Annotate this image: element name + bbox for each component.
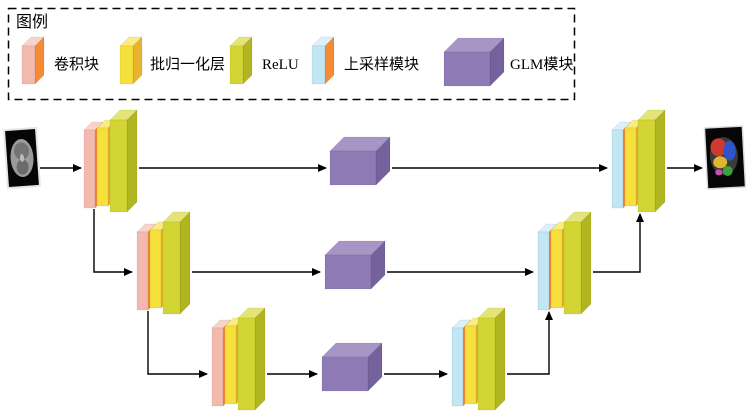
legend-item-glm: GLM模块 (443, 37, 573, 87)
connector-arrows (40, 164, 703, 378)
arrow-decoder2-up-to-decoder1 (593, 213, 644, 273)
legend: 图例 卷积块 批归一化层 ReLU 上采样模块 GLM模块 (7, 7, 576, 101)
encoder-stack-2 (136, 211, 191, 315)
decoder1-relu (637, 109, 666, 213)
legend-item-upsample: 上采样模块 (311, 36, 419, 85)
output-segmentation-image (703, 125, 746, 190)
encoder2-relu (162, 211, 191, 315)
legend-label-batchnorm: 批归一化层 (150, 56, 225, 73)
decoder-stack-1 (611, 109, 666, 213)
encoder-stack-1 (83, 109, 138, 213)
batchnorm-swatch (119, 36, 143, 85)
relu-swatch (229, 36, 253, 85)
encoder1-relu (109, 109, 138, 213)
arrow-decoder3-up-to-decoder2 (507, 311, 553, 375)
legend-label-upsample: 上采样模块 (344, 56, 419, 73)
legend-label-conv: 卷积块 (54, 56, 99, 73)
legend-label-relu: ReLU (262, 57, 299, 73)
decoder2-relu (563, 211, 592, 315)
glm-module-2 (324, 240, 386, 290)
legend-title: 图例 (16, 13, 48, 31)
glm-swatch (443, 37, 505, 87)
decoder-stack-3 (451, 307, 506, 411)
decoder-stack-2 (537, 211, 592, 315)
arrow-encoder1-down-to-encoder2 (93, 209, 133, 276)
decoder3-relu (477, 307, 506, 411)
conv-block-swatch (21, 36, 45, 85)
legend-border (7, 7, 576, 101)
glm-module-3 (321, 342, 383, 392)
legend-label-glm: GLM模块 (510, 56, 573, 73)
encoder3-relu (237, 307, 266, 411)
input-mri-image (2, 126, 42, 190)
glm-module-1 (329, 136, 391, 186)
encoder-stack-3 (211, 307, 266, 411)
upsample-swatch (311, 36, 335, 85)
legend-item-conv: 卷积块 (21, 36, 99, 85)
legend-item-relu: ReLU (229, 36, 299, 85)
arrow-encoder2-down-to-encoder3 (147, 311, 208, 378)
legend-item-batchnorm: 批归一化层 (119, 36, 225, 85)
